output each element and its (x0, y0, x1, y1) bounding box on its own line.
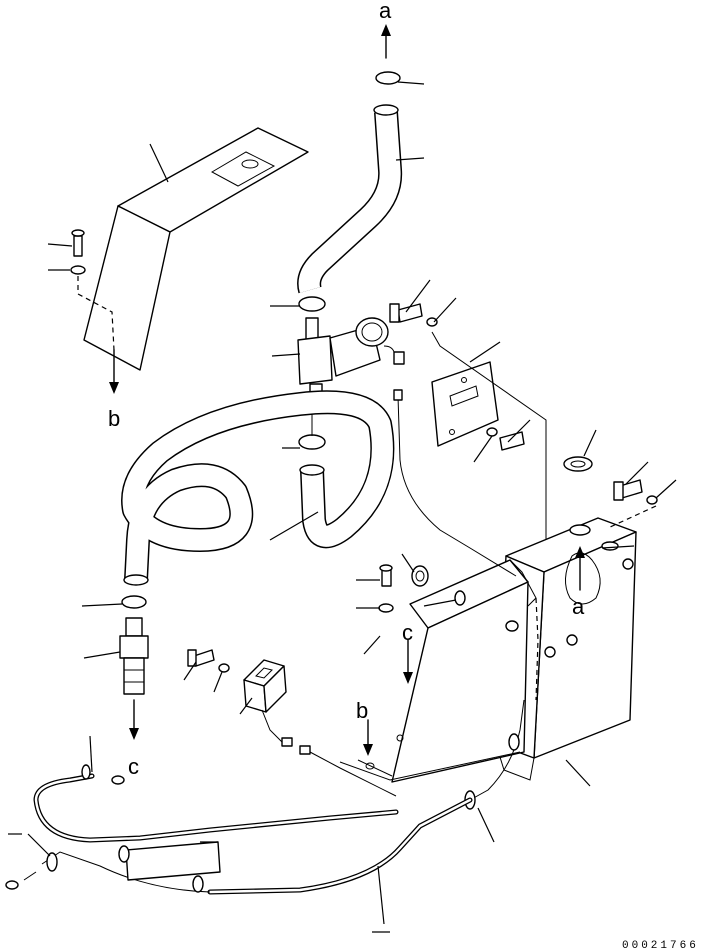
sensor-assembly: c (119, 595, 149, 779)
hose-clamp-mid (298, 296, 326, 312)
cover: c b (339, 559, 537, 783)
mounting-plate (389, 303, 547, 560)
hose-clamp-top (375, 71, 401, 85)
upper-hose: a (297, 0, 403, 312)
leader-lines (8, 81, 677, 933)
callout-a-tank: a (572, 594, 585, 619)
callout-b-tank: b (356, 698, 368, 723)
hose-clamp-bottom (121, 595, 147, 609)
bracket: b (70, 127, 309, 431)
callout-c-tank: c (402, 620, 413, 645)
wiring-harness (5, 389, 539, 895)
hose-clamp-lower (298, 434, 326, 450)
coiled-hose (121, 390, 395, 586)
callout-a-top: a (379, 0, 392, 23)
callout-c-left: c (128, 754, 139, 779)
relay-box (187, 649, 397, 797)
callout-b-left: b (108, 406, 120, 431)
drawing-code: 00021766 (622, 940, 699, 952)
grommet-cover (411, 565, 429, 587)
grommet-tank (563, 456, 593, 472)
